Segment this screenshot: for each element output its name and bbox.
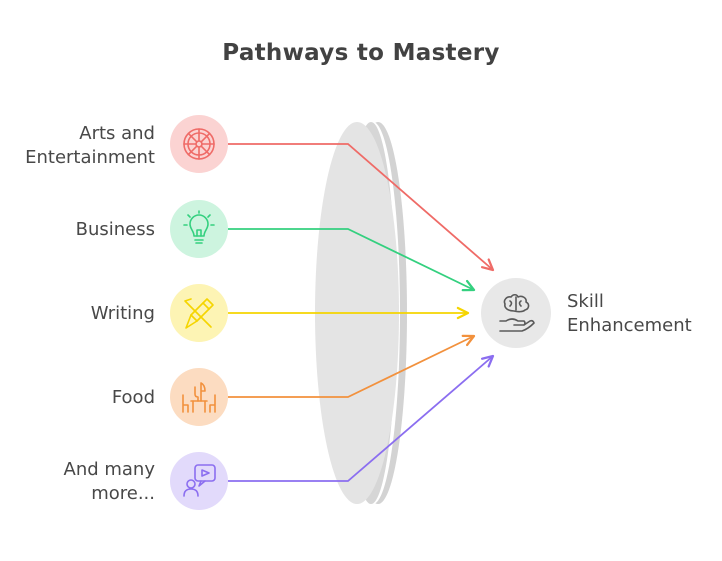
source-label-food-text: Food	[111, 387, 155, 408]
source-node-circle	[170, 284, 228, 342]
target-label-line1: Skill	[567, 291, 604, 312]
source-label-writing-text: Writing	[90, 303, 155, 324]
video-chat-icon	[183, 464, 216, 497]
connector-lines	[228, 143, 495, 482]
brain-hand-icon	[499, 293, 535, 332]
source-label-more-line2: more...	[91, 483, 155, 504]
source-node-circle	[170, 368, 228, 426]
source-node-4	[170, 368, 228, 426]
source-label-more-line1: And many	[63, 459, 156, 480]
wheel-icon	[183, 128, 215, 160]
target-node-group	[481, 278, 551, 348]
source-node-5	[170, 452, 228, 510]
lightbulb-icon	[183, 210, 215, 244]
source-node-1	[170, 115, 228, 173]
source-label-business-text: Business	[75, 219, 155, 240]
source-node-circle	[170, 115, 228, 173]
source-label-business: Business	[10, 218, 155, 242]
connector-line-4	[228, 334, 476, 398]
source-label-arts-line2: Entertainment	[25, 147, 155, 168]
target-label: Skill Enhancement	[567, 290, 717, 338]
connector-line-5	[228, 354, 495, 482]
source-label-arts: Arts and Entertainment	[10, 122, 155, 170]
pen-icon	[184, 298, 214, 329]
dining-icon	[182, 382, 216, 413]
connector-line-1	[228, 143, 495, 272]
source-label-writing: Writing	[10, 302, 155, 326]
source-label-arts-line1: Arts and	[79, 123, 155, 144]
source-label-more: And many more...	[10, 458, 156, 506]
target-label-line2: Enhancement	[567, 315, 692, 336]
source-label-food: Food	[10, 386, 155, 410]
source-node-2	[170, 200, 228, 258]
target-node-circle	[481, 278, 551, 348]
source-nodes	[170, 115, 228, 510]
source-node-circle	[170, 200, 228, 258]
target-node	[481, 278, 551, 348]
connector-line-2	[228, 228, 476, 292]
source-node-3	[170, 284, 228, 342]
page-title: Pathways to Mastery	[222, 40, 500, 66]
